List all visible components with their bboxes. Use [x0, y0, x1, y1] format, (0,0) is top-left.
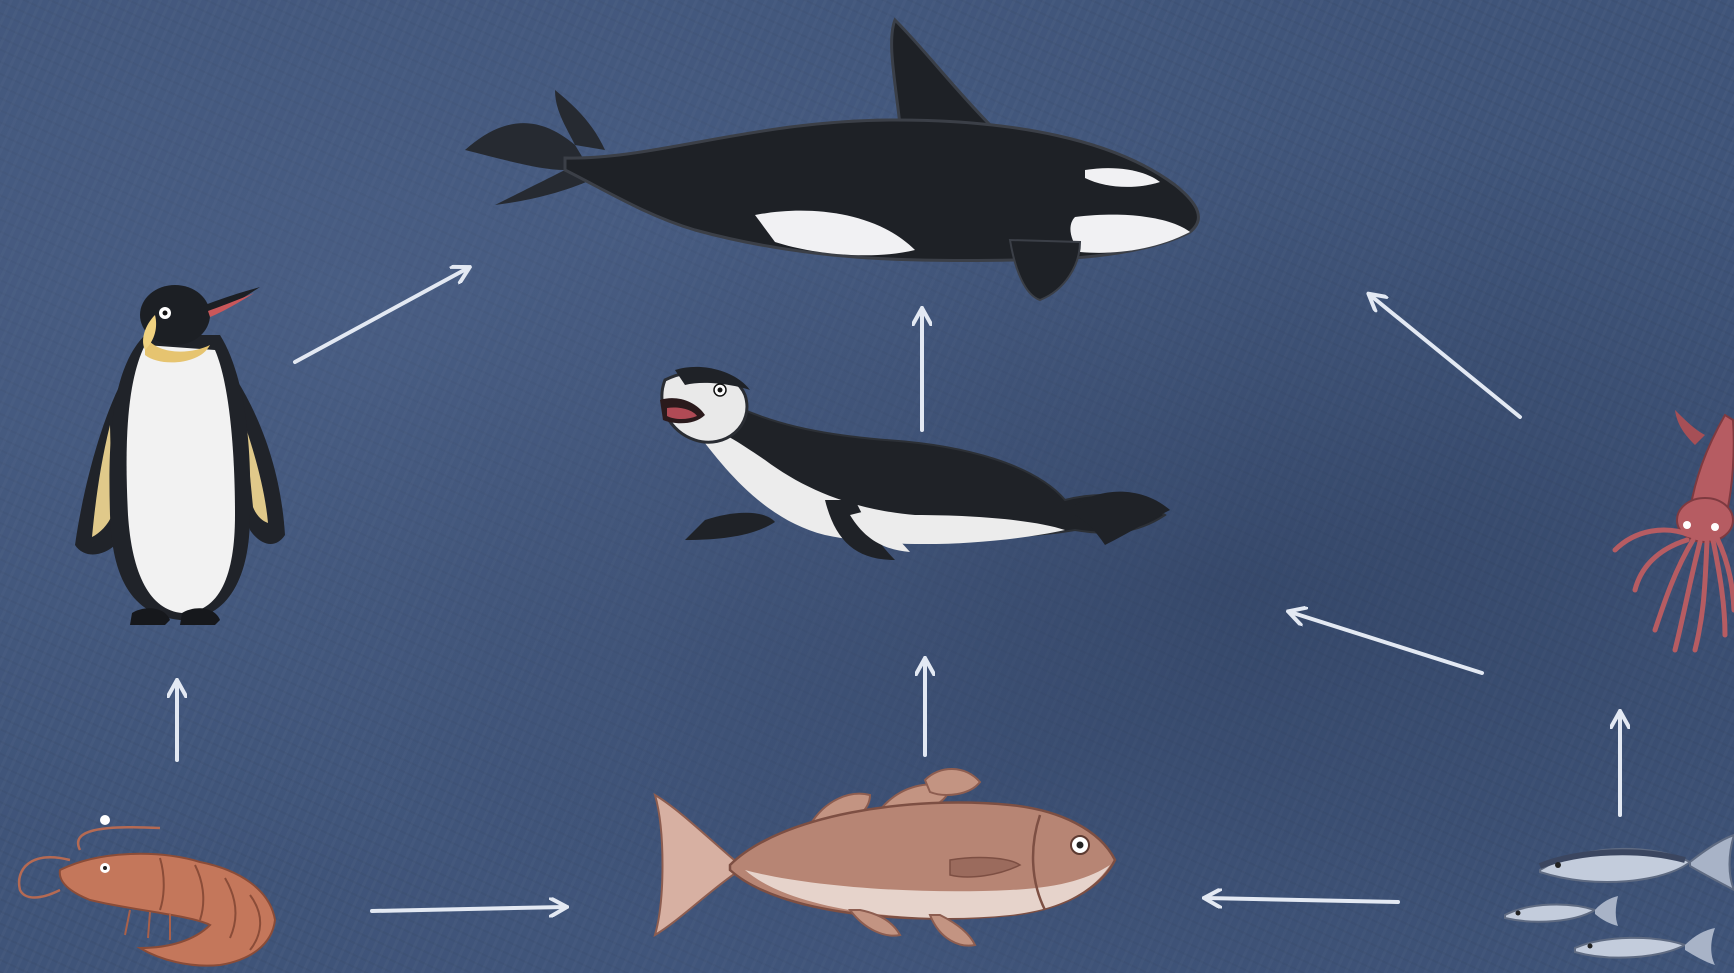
small-fish-2: [1505, 896, 1618, 926]
squid-icon: [1555, 410, 1734, 660]
penguin-icon: [70, 275, 290, 655]
small-fish-3: [1575, 928, 1715, 965]
small-fish-school-icon: [1500, 830, 1734, 973]
cod-fish-icon: [650, 770, 1120, 960]
krill-icon: [10, 820, 295, 973]
leopard-seal-icon: [655, 370, 1175, 620]
small-fish-1: [1540, 835, 1734, 890]
orca-icon: [455, 10, 1245, 310]
